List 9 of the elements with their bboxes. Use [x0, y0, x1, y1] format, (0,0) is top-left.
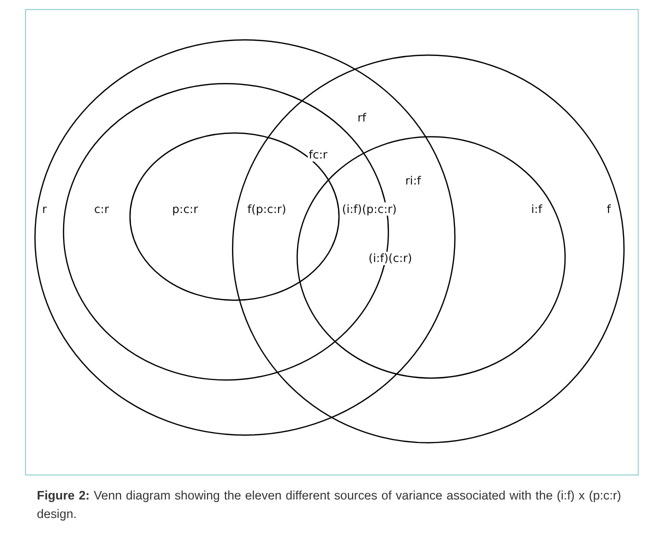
region-label: i:f	[530, 202, 544, 216]
figure-caption: Figure 2: Venn diagram showing the eleven different sources of variance associated with the (i:f) x (p:c:r) design.	[36, 487, 622, 522]
region-label: f	[606, 202, 612, 216]
region-label: (i:f)(c:r)	[368, 252, 414, 266]
region-label: ri:f	[404, 174, 422, 188]
region-label: fc:r	[308, 148, 328, 162]
region-label: f(p:c:r)	[246, 202, 288, 216]
region-label: rf	[356, 111, 368, 124]
region-label: (i:f)(p:c:r)	[341, 202, 398, 216]
